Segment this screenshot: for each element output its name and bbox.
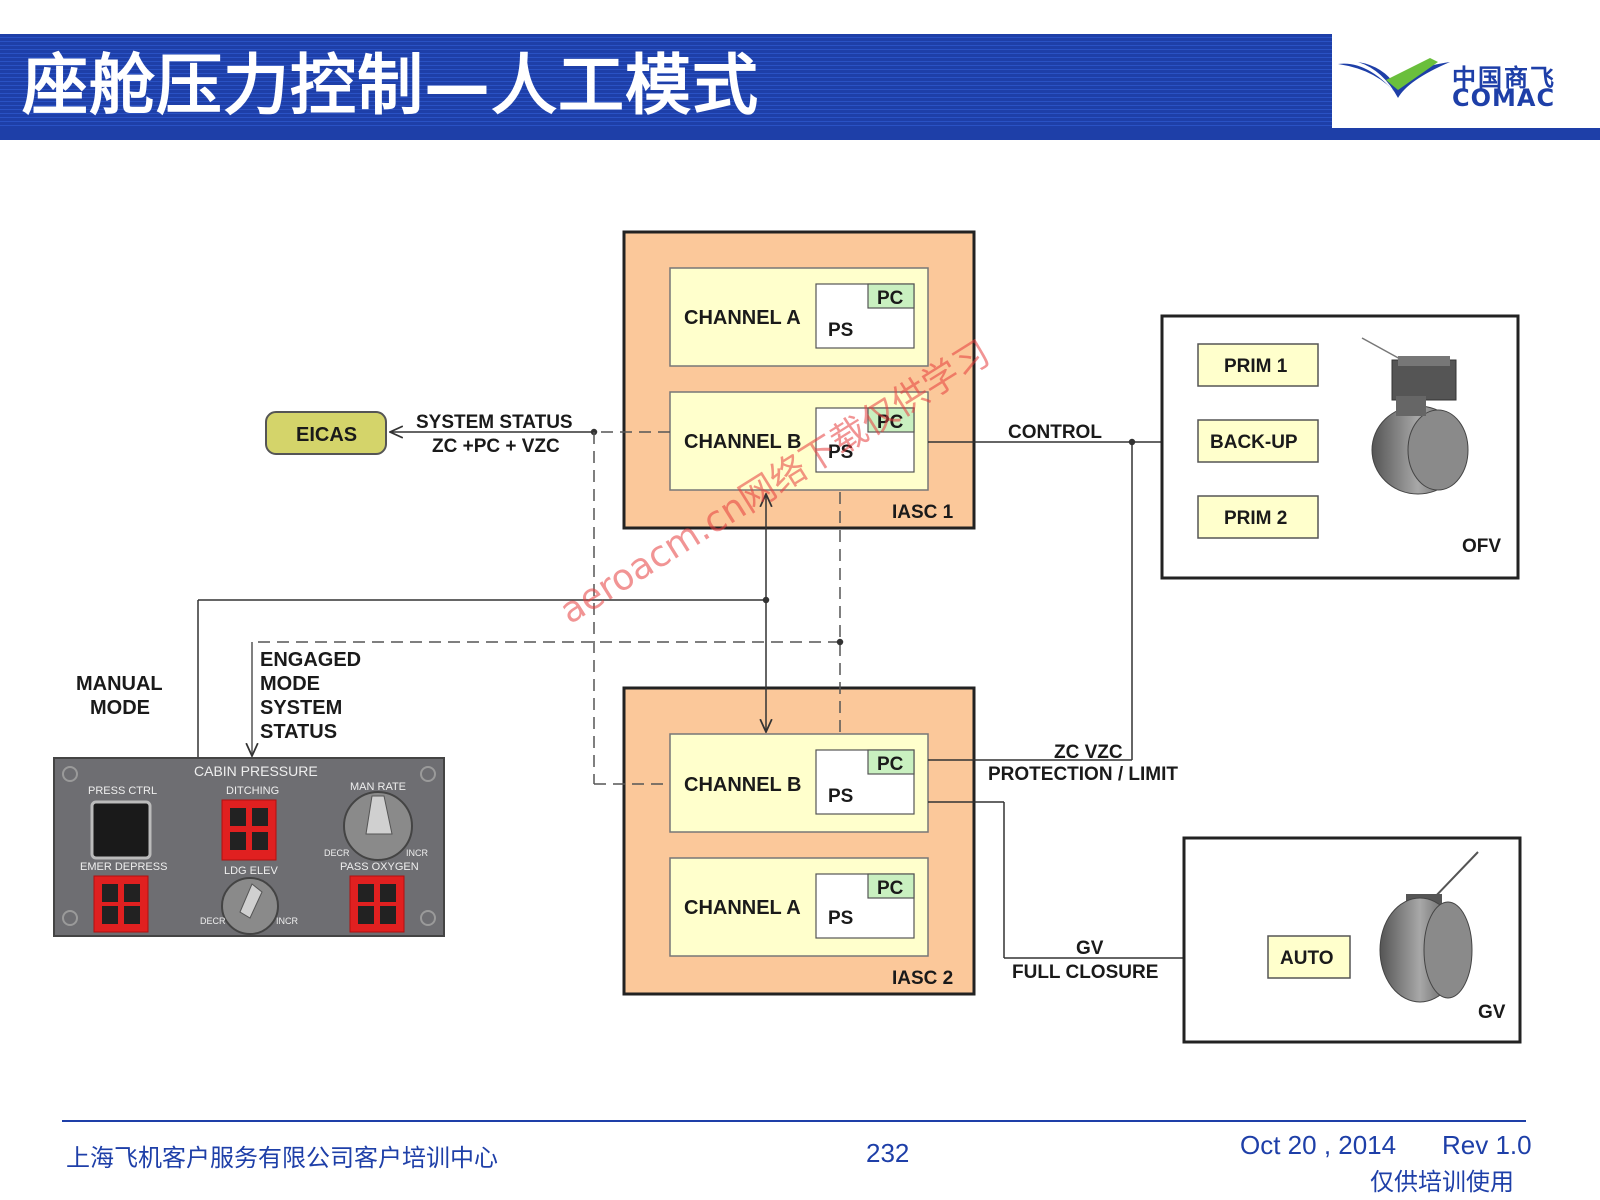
gv-label: GV — [1478, 1002, 1506, 1023]
eicas-block: EICAS — [265, 411, 387, 455]
pc-label: PC — [877, 878, 904, 899]
manual-mode-label-1: MANUAL — [76, 673, 163, 695]
ldg-elev-incr-label: INCR — [276, 916, 298, 926]
pc-label: PC — [877, 288, 904, 309]
prim1-label: PRIM 1 — [1224, 356, 1288, 377]
press-ctrl-button[interactable] — [90, 800, 152, 860]
engaged-label-4: STATUS — [260, 721, 337, 743]
footer-organization: 上海飞机客户服务有限公司客户培训中心 — [66, 1144, 498, 1172]
iasc2-channel-b-label: CHANNEL B — [684, 774, 801, 796]
engaged-label-3: SYSTEM — [260, 697, 342, 719]
logo-text-cn: 中国商飞 — [1452, 64, 1556, 92]
logo-text-en: COMAC — [1452, 84, 1556, 112]
pc-label: PC — [877, 754, 904, 775]
page-title: 座舱压力控制—人工模式 — [22, 47, 759, 124]
comac-logo — [1338, 40, 1600, 124]
ditching-guarded-switch[interactable] — [221, 799, 277, 861]
protection-limit-label: PROTECTION / LIMIT — [988, 764, 1178, 785]
manual-mode-label-2: MODE — [90, 697, 150, 719]
pass-oxygen-label: PASS OXYGEN — [340, 861, 419, 873]
title-underline — [0, 128, 1600, 140]
iasc1-channel-a-label: CHANNEL A — [684, 307, 801, 329]
ps-label: PS — [828, 908, 853, 929]
ofv-block: PRIM 1 BACK-UP PRIM 2 OFV — [1160, 314, 1520, 580]
emer-depress-label: EMER DEPRESS — [80, 861, 167, 873]
emer-depress-guarded-switch[interactable] — [93, 875, 149, 933]
iasc-1: CHANNEL A PC PS CHANNEL B PC PS IASC 1 — [622, 230, 976, 530]
ps-label: PS — [828, 442, 853, 463]
ps-label: PS — [828, 786, 853, 807]
pass-oxygen-guarded-switch[interactable] — [349, 875, 405, 933]
connection-lines — [197, 430, 1266, 959]
outflow-valve-icon — [1361, 337, 1469, 495]
footer-note: 仅供培训使用 — [1370, 1168, 1514, 1196]
zc-vzc-label: ZC VZC — [1054, 742, 1123, 763]
gate-valve-icon — [1379, 851, 1479, 1003]
press-ctrl-label: PRESS CTRL — [88, 785, 157, 797]
zc-pc-vzc-label: ZC +PC + VZC — [432, 436, 560, 457]
engaged-label-2: MODE — [260, 673, 320, 695]
ditching-label: DITCHING — [226, 785, 279, 797]
control-label: CONTROL — [1008, 422, 1102, 443]
iasc1-label: IASC 1 — [892, 502, 954, 523]
backup-label: BACK-UP — [1210, 432, 1298, 453]
ldg-elev-knob[interactable] — [221, 877, 279, 935]
prim2-label: PRIM 2 — [1224, 508, 1287, 529]
ofv-label: OFV — [1462, 536, 1501, 557]
eicas-label: EICAS — [296, 424, 357, 446]
title-bar — [0, 34, 1332, 130]
man-rate-label: MAN RATE — [350, 781, 406, 793]
iasc-2: CHANNEL B PC PS CHANNEL A PC PS IASC 2 — [622, 686, 976, 996]
page-number: 232 — [866, 1138, 910, 1168]
iasc1-channel-b-label: CHANNEL B — [684, 431, 801, 453]
ps-label: PS — [828, 320, 853, 341]
gv-block: AUTO GV — [1182, 836, 1522, 1044]
gv-line-label: GV — [1076, 938, 1104, 959]
footer-date: Oct 20 , 2014 — [1240, 1130, 1397, 1160]
engaged-label-1: ENGAGED — [260, 649, 361, 671]
auto-label: AUTO — [1280, 948, 1333, 969]
iasc2-channel-a-label: CHANNEL A — [684, 897, 801, 919]
system-status-label: SYSTEM STATUS — [416, 412, 573, 433]
footer-revision: Rev 1.0 — [1442, 1130, 1532, 1160]
man-rate-incr-label: INCR — [406, 848, 428, 858]
footer-divider — [62, 1120, 1526, 1122]
ldg-elev-label: LDG ELEV — [224, 865, 278, 877]
comac-logo-icon — [1338, 58, 1450, 98]
man-rate-knob[interactable] — [343, 791, 413, 861]
man-rate-decr-label: DECR — [324, 848, 350, 858]
pc-label: PC — [877, 412, 904, 433]
full-closure-label: FULL CLOSURE — [1012, 962, 1158, 983]
iasc2-label: IASC 2 — [892, 968, 953, 989]
panel-title: CABIN PRESSURE — [194, 763, 318, 779]
ldg-elev-decr-label: DECR — [200, 916, 226, 926]
cabin-pressure-panel: CABIN PRESSURE PRESS CTRL DITCHING MAN R… — [53, 757, 445, 937]
